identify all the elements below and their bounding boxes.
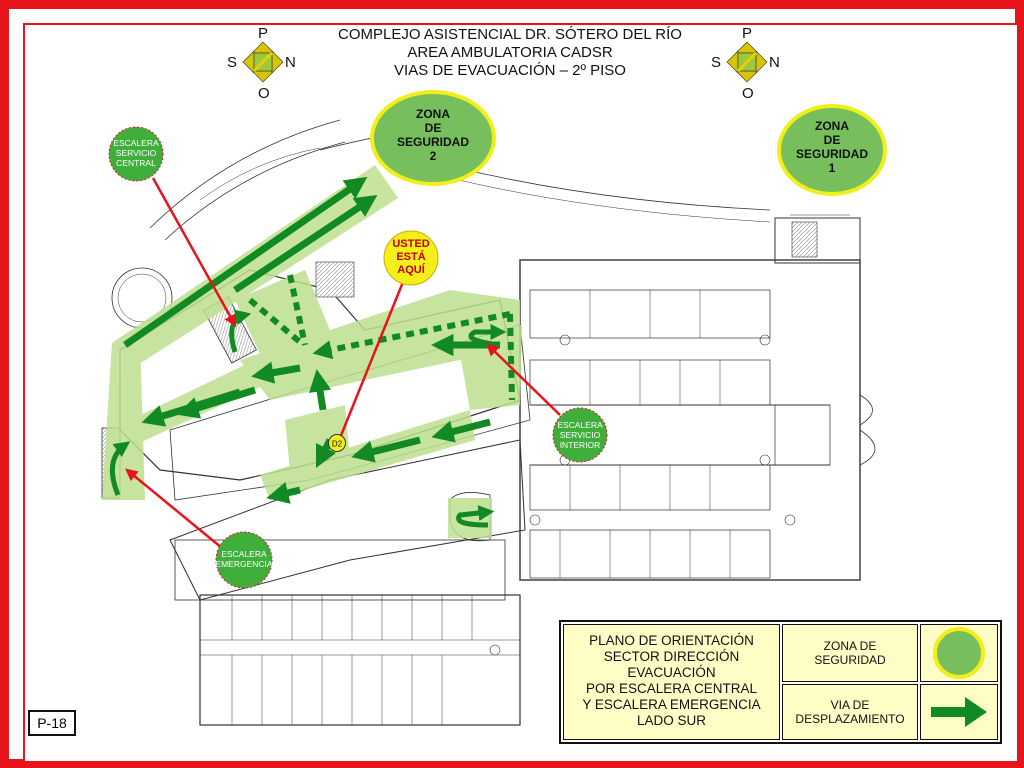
compass-o: O (258, 85, 270, 102)
pointer-interior-stair (486, 343, 561, 416)
compass-n: N (769, 54, 780, 71)
evacuation-route-band (102, 165, 522, 538)
legend-zone-label: ZONA DE SEGURIDAD (782, 624, 918, 682)
route-arrow (266, 481, 301, 504)
compass-n: N (285, 54, 296, 71)
svg-text:ZONA: ZONA (815, 119, 849, 133)
compass-p: P (742, 25, 752, 42)
route-arrow (233, 195, 378, 293)
legend-route-symbol (920, 684, 998, 740)
svg-text:ESCALERA: ESCALERA (221, 549, 267, 559)
page-code: P-18 (28, 710, 76, 736)
compass-left: P O S N (227, 25, 296, 102)
green-arrow-icon (931, 697, 987, 727)
svg-text:DE: DE (824, 133, 841, 147)
pointer-you-are-here (338, 281, 405, 439)
svg-text:INTERIOR: INTERIOR (560, 440, 601, 450)
route-arrow (351, 436, 421, 463)
svg-text:AQUÍ: AQUÍ (397, 263, 425, 276)
svg-text:SERVICIO: SERVICIO (116, 148, 157, 158)
svg-text:ESTÁ: ESTÁ (396, 250, 425, 263)
title-line-2: AREA AMBULATORIA CADSR (407, 44, 613, 61)
compass-s: S (227, 54, 237, 71)
svg-text:ESCALERA: ESCALERA (557, 420, 603, 430)
route-arrow (176, 386, 257, 419)
svg-text:1: 1 (829, 161, 836, 175)
svg-text:2: 2 (430, 149, 437, 163)
central-stair-marker: ESCALERA SERVICIO CENTRAL (108, 126, 164, 182)
route-arrow (431, 418, 491, 443)
pointer-lines (125, 177, 561, 549)
safety-zone-1: ZONA DE SEGURIDAD 1 (777, 104, 887, 196)
svg-text:CENTRAL: CENTRAL (116, 158, 156, 168)
emergency-stair-marker: ESCALERA EMERGENCIA (215, 531, 273, 589)
map-title: COMPLEJO ASISTENCIAL DR. SÓTERO DEL RÍO … (290, 26, 730, 80)
pointer-central-stair (151, 177, 237, 328)
interior-stair-marker: ESCALERA SERVICIO INTERIOR (552, 407, 608, 463)
svg-text:SERVICIO: SERVICIO (560, 430, 601, 440)
legend-route-label: VIA DE DESPLAZAMIENTO (782, 684, 918, 740)
d2-location-dot: D2 (328, 434, 346, 452)
legend-box: PLANO DE ORIENTACIÓN SECTOR DIRECCIÓN EV… (559, 620, 1002, 744)
route-arrow (251, 361, 301, 384)
svg-text:ZONA: ZONA (416, 107, 450, 121)
evacuation-arrows (123, 176, 500, 504)
svg-text:ESCALERA: ESCALERA (113, 138, 159, 148)
evacuation-dotted-routes (248, 274, 515, 401)
you-are-here-marker: USTED ESTÁ AQUÍ (383, 230, 439, 286)
svg-text:SEGURIDAD: SEGURIDAD (796, 147, 868, 161)
svg-text:USTED: USTED (392, 238, 429, 250)
compass-o: O (742, 85, 754, 102)
legend-plan-description: PLANO DE ORIENTACIÓN SECTOR DIRECCIÓN EV… (563, 624, 780, 740)
title-line-1: COMPLEJO ASISTENCIAL DR. SÓTERO DEL RÍO (338, 26, 682, 43)
svg-text:DE: DE (425, 121, 442, 135)
svg-text:SEGURIDAD: SEGURIDAD (397, 135, 469, 149)
route-arrow (123, 176, 368, 348)
svg-text:EMERGENCIA: EMERGENCIA (215, 559, 272, 569)
title-line-3: VIAS DE EVACUACIÓN – 2º PISO (394, 62, 626, 79)
compass-p: P (258, 25, 268, 42)
pointer-emergency-stair (125, 468, 223, 549)
route-arrow (309, 369, 332, 411)
safety-zone-icon (933, 627, 985, 679)
compass-s: S (711, 54, 721, 71)
legend-zone-symbol (920, 624, 998, 682)
safety-zone-2: ZONA DE SEGURIDAD 2 (370, 90, 496, 186)
compass-right: P O S N (711, 25, 780, 102)
svg-text:D2: D2 (332, 440, 343, 449)
